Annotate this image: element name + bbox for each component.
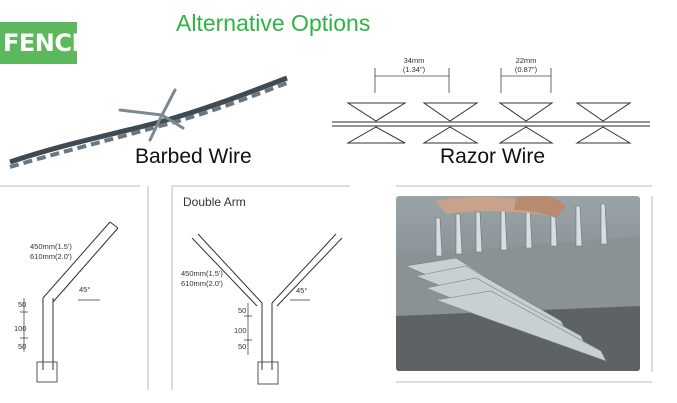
barbed-wire-label: Barbed Wire (135, 145, 252, 168)
left-spacing-top: 50 (18, 300, 27, 309)
left-len-2: 610mm(2.0') (30, 252, 72, 261)
wall-spikes-photo (396, 196, 640, 371)
double-spacing-top: 50 (238, 306, 247, 315)
page-title: Alternative Options (176, 10, 371, 36)
barbed-wire-illustration (9, 75, 288, 169)
brand-badge: FENCE (0, 22, 88, 64)
left-spacing-bottom: 50 (18, 342, 27, 351)
double-spacing-mid: 100 (234, 326, 247, 335)
double-spacing-bottom: 50 (238, 342, 247, 351)
single-arm-bracket-diagram (20, 221, 119, 383)
razor-dim-right-in: (0.87") (514, 65, 538, 74)
razor-dim-left-mm: 34mm (403, 56, 425, 65)
razor-wire-label: Razor Wire (440, 145, 546, 168)
left-spacing-mid: 100 (14, 324, 27, 333)
double-angle: 45° (296, 286, 308, 295)
wall-spikes-drawing (396, 196, 640, 371)
double-len-1: 450mm(1.5') (181, 269, 223, 278)
left-angle: 45° (79, 285, 91, 294)
double-arm-bracket-diagram (191, 233, 343, 385)
left-len-1: 450mm(1.5') (30, 242, 72, 251)
double-arm-caption: Double Arm (183, 195, 246, 209)
razor-dim-right: 22mm (0.87") (503, 56, 549, 74)
razor-dim-left-in: (1.34") (402, 65, 426, 74)
razor-wire-illustration (332, 68, 650, 144)
razor-dim-left: 34mm (1.34") (392, 56, 436, 74)
razor-dim-right-mm: 22mm (515, 56, 537, 65)
double-len-2: 610mm(2.0') (181, 279, 223, 288)
